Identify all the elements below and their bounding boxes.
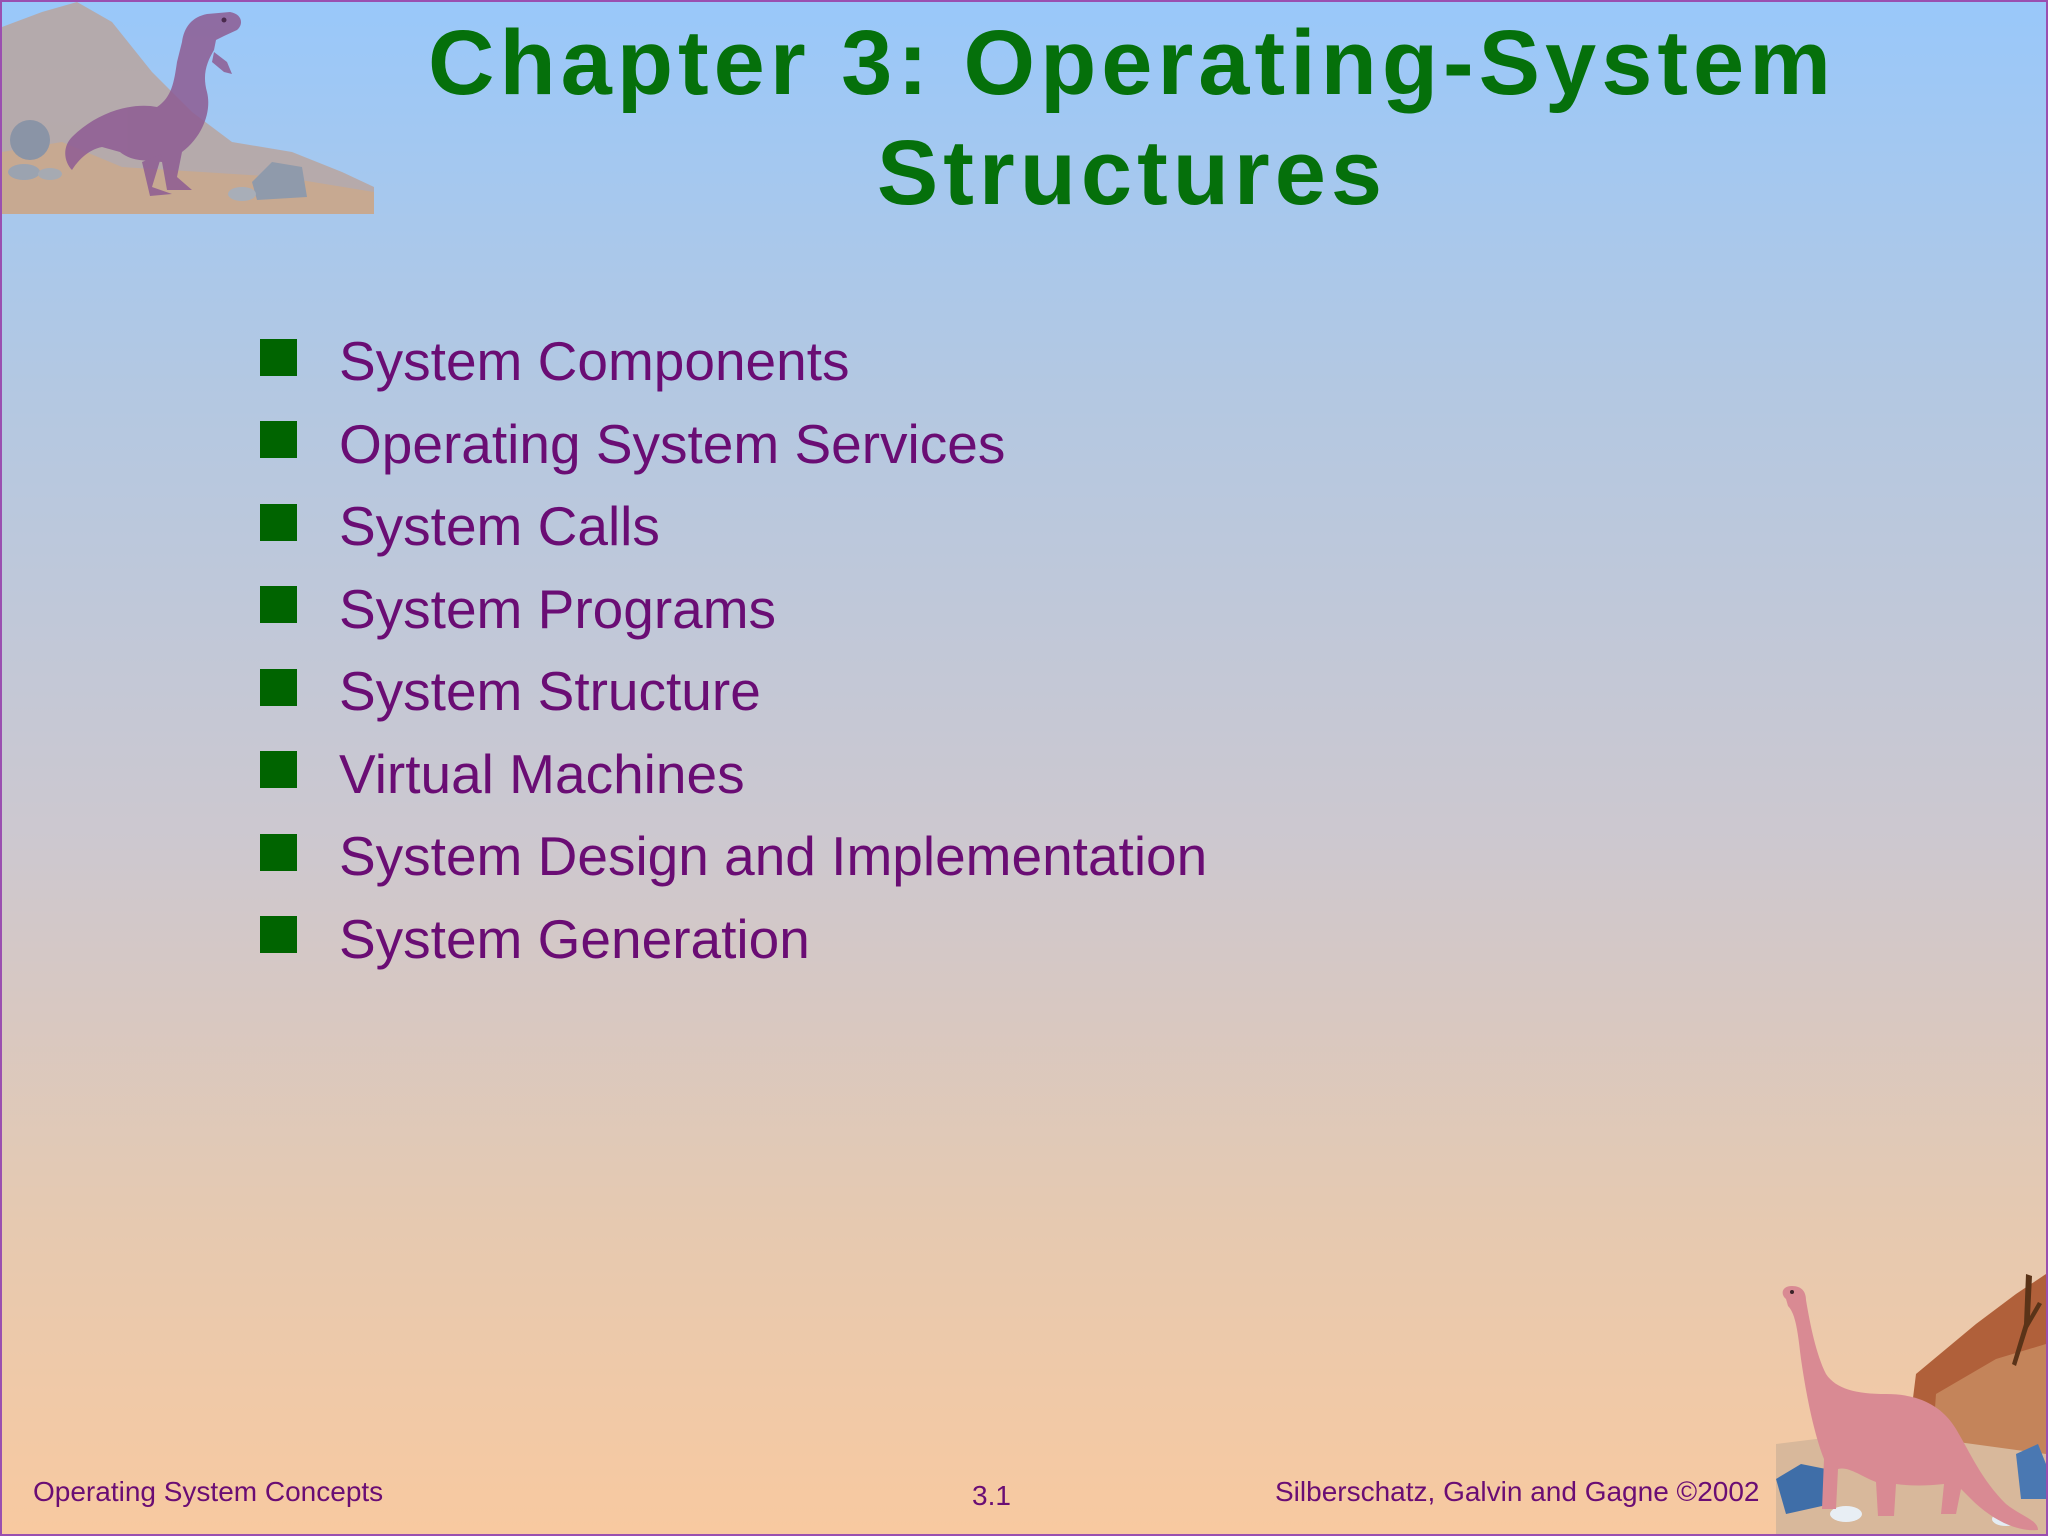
list-item: System Calls <box>260 485 1207 568</box>
list-item-text: System Calls <box>339 495 660 558</box>
square-bullet-icon <box>260 586 297 624</box>
list-item-text: Virtual Machines <box>339 742 745 805</box>
slide-title: Chapter 3: Operating-System Structures <box>382 8 1882 228</box>
list-item-text: System Generation <box>339 907 810 970</box>
topic-list: System Components Operating System Servi… <box>260 320 1207 980</box>
t-rex-illustration-icon <box>2 2 374 214</box>
list-item-text: System Structure <box>339 660 761 723</box>
footer-page-number: 3.1 <box>972 1480 1011 1511</box>
square-bullet-icon <box>260 668 297 706</box>
footer-book-title: Operating System Concepts <box>33 1476 384 1507</box>
list-item: System Generation <box>260 898 1207 981</box>
slide-title-line-1: Chapter 3: Operating-System <box>428 12 1836 114</box>
list-item: Operating System Services <box>260 403 1207 486</box>
slide-title-line-2: Structures <box>876 122 1388 224</box>
square-bullet-icon <box>260 833 297 871</box>
list-item-text: System Components <box>339 330 850 393</box>
square-bullet-icon <box>260 916 297 954</box>
square-bullet-icon <box>260 421 297 459</box>
square-bullet-icon <box>260 503 297 541</box>
list-item: System Structure <box>260 650 1207 733</box>
square-bullet-icon <box>260 338 297 376</box>
list-item-text: Operating System Services <box>339 412 1006 475</box>
list-item-text: System Programs <box>339 577 777 640</box>
footer-authors: Silberschatz, Galvin and Gagne ©2002 <box>1275 1476 1760 1507</box>
list-item: System Components <box>260 320 1207 403</box>
list-item-text: System Design and Implementation <box>339 825 1208 888</box>
list-item: System Design and Implementation <box>260 815 1207 898</box>
list-item: System Programs <box>260 568 1207 651</box>
brontosaurus-illustration-icon <box>1776 1274 2046 1534</box>
square-bullet-icon <box>260 751 297 789</box>
list-item: Virtual Machines <box>260 733 1207 816</box>
